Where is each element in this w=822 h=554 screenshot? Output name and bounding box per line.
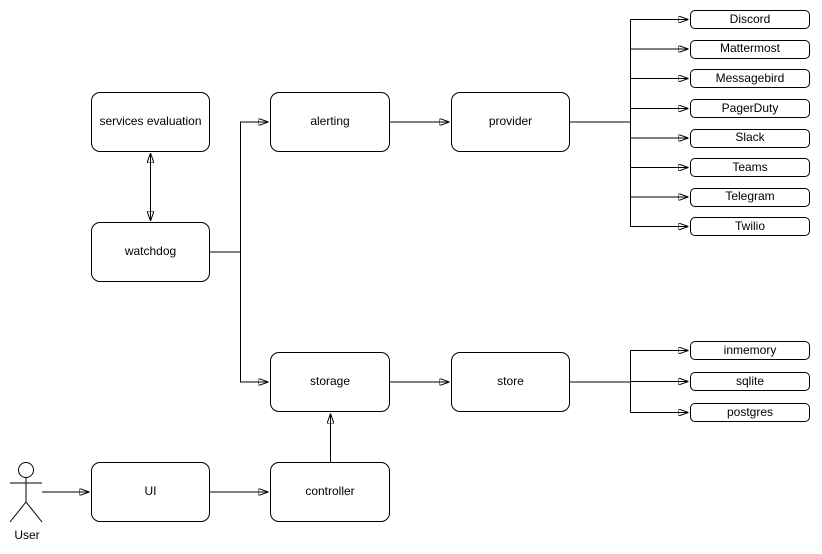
node-watchdog-label: watchdog <box>124 244 177 259</box>
node-store-label: store <box>497 374 524 389</box>
node-services-evaluation-label: services evaluation <box>99 114 202 129</box>
node-provider-mattermost: Mattermost <box>690 39 810 59</box>
edge-watchdog-storage <box>240 252 269 382</box>
provider-twilio-label: Twilio <box>734 218 765 233</box>
node-provider-twilio: Twilio <box>690 217 810 236</box>
node-provider-label: provider <box>488 114 533 129</box>
node-provider-pagerduty: PagerDuty <box>690 99 810 118</box>
node-ui-label: UI <box>144 484 157 499</box>
node-provider-slack: Slack <box>690 128 810 148</box>
node-provider: provider <box>451 92 570 152</box>
provider-mattermost-label: Mattermost <box>719 41 780 56</box>
node-store-sqlite: sqlite <box>690 372 810 391</box>
node-services-evaluation: services evaluation <box>91 92 210 152</box>
node-storage: storage <box>270 352 390 412</box>
node-provider-telegram: Telegram <box>690 187 810 207</box>
node-provider-discord: Discord <box>690 10 810 29</box>
provider-messagebird-label: Messagebird <box>715 70 785 85</box>
store-sqlite-label: sqlite <box>735 373 764 388</box>
user-actor-label: User <box>14 528 40 542</box>
node-controller-label: controller <box>305 484 355 499</box>
provider-pagerduty-label: PagerDuty <box>721 100 779 115</box>
node-store: store <box>451 352 570 412</box>
node-provider-messagebird: Messagebird <box>690 69 810 88</box>
provider-discord-label: Discord <box>729 11 771 26</box>
provider-telegram-label: Telegram <box>725 189 775 204</box>
node-watchdog: watchdog <box>91 222 210 282</box>
user-actor-icon <box>9 462 43 523</box>
edge-watchdog-alerting <box>240 122 269 252</box>
node-provider-teams: Teams <box>690 158 810 177</box>
node-store-postgres: postgres <box>690 403 810 422</box>
provider-slack-label: Slack <box>735 130 765 145</box>
node-ui: UI <box>91 462 210 522</box>
store-inmemory-label: inmemory <box>723 342 777 357</box>
node-controller: controller <box>270 462 390 522</box>
node-storage-label: storage <box>309 374 351 389</box>
provider-teams-label: Teams <box>732 159 768 174</box>
node-alerting-label: alerting <box>310 114 350 129</box>
node-store-inmemory: inmemory <box>690 341 810 360</box>
store-postgres-label: postgres <box>726 404 774 419</box>
node-alerting: alerting <box>270 92 390 152</box>
